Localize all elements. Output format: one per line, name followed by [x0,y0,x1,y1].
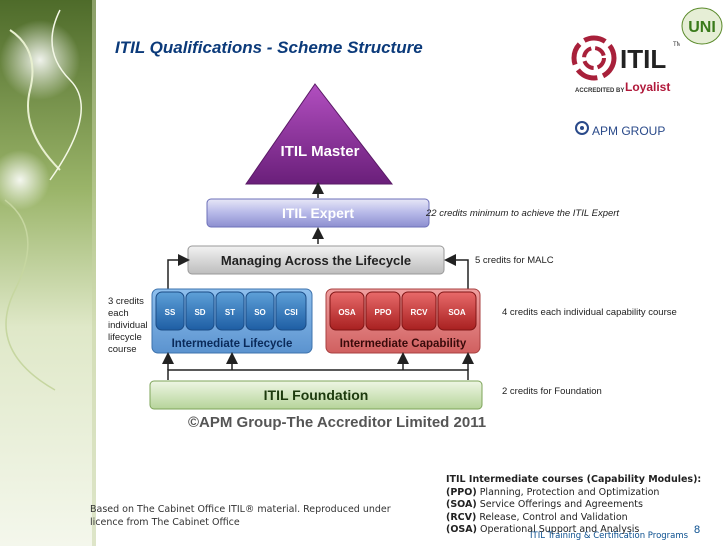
slide-title: ITIL Qualifications - Scheme Structure [115,38,423,57]
malc-credits-note: 5 credits for MALC [475,255,554,266]
capability-modules: OSA PPO RCV SOA [329,291,477,331]
footnote-line: licence from The Cabinet Office [90,517,240,528]
intermediate-lifecycle-label: Intermediate Lifecycle [172,338,293,350]
itil-expert-tier [206,198,430,228]
uni-logo: UNI [681,7,723,45]
module-label: ST [225,308,235,317]
module-so [245,291,275,331]
loyalist-logo: Loyalist [625,80,671,94]
itil-master-tier [245,83,394,185]
module-label: OSA [338,308,356,317]
module-label: SO [254,308,266,317]
intermediate-capability-block [325,288,481,354]
apm-copyright: ©APM Group-The Accreditor Limited 2011 [188,414,487,431]
module-osa [329,291,365,331]
legend-code: (SOA) [446,499,477,510]
itil-foundation-tier [149,380,483,410]
page-number: 8 [694,524,701,536]
accredited-by-label: ACCREDITED BY [575,88,625,94]
module-label: RCV [411,308,429,317]
expert-credits-note: 22 credits minimum to achieve the ITIL E… [426,208,620,219]
legend-text: Release, Control and Validation [476,511,628,523]
module-label: SS [165,308,176,317]
footnote-line: Based on The Cabinet Office ITIL® materi… [90,504,391,515]
capability-legend: ITIL Intermediate courses (Capability Mo… [446,474,701,537]
itil-logo-text: ITIL [620,44,666,74]
module-csi [275,291,307,331]
malc-tier [187,245,445,275]
legend-item: (OSA) Operational Support and Analysis [446,524,701,537]
slide-footer: ITIL Training & Certification Programs [530,531,689,541]
legend-item: (RCV) Release, Control and Validation [446,512,701,525]
foundation-credits-note: 2 credits for Foundation [502,386,602,397]
legend-item: (PPO) Planning, Protection and Optimizat… [446,487,701,500]
module-rcv [401,291,437,331]
module-label: SOA [448,308,466,317]
intermediate-capability-label: Intermediate Capability [340,338,467,350]
svg-text:TM: TM [673,42,680,48]
uni-logo-text: UNI [688,19,716,36]
module-label: CSI [284,308,297,317]
legend-heading: ITIL Intermediate courses (Capability Mo… [446,474,702,485]
decorative-floral-strip [0,0,96,546]
legend-code: (PPO) [446,486,477,498]
lifecycle-modules: SS SD ST SO CSI [155,291,307,331]
source-footnote: Based on The Cabinet Office ITIL® materi… [90,503,391,529]
module-label: SD [194,308,205,317]
module-ppo [365,291,401,331]
itil-master-label: ITIL Master [281,143,360,160]
module-ss [155,291,185,331]
module-label: PPO [375,308,392,317]
malc-label: Managing Across the Lifecycle [221,253,411,268]
module-sd [185,291,215,331]
apm-group-logo: APM GROUP [592,124,666,138]
itil-expert-label: ITIL Expert [282,205,354,221]
legend-code: (RCV) [446,511,477,523]
intermediate-lifecycle-block [151,288,313,354]
lifecycle-credits-note: 3 credits each individual lifecycle cour… [108,296,148,355]
itil-logo: ITIL TM [571,35,680,81]
legend-text: Operational Support and Analysis [476,524,640,535]
itil-foundation-label: ITIL Foundation [264,387,369,403]
module-st [215,291,245,331]
module-soa [437,291,477,331]
capability-credits-note: 4 credits each individual capability cou… [502,307,677,318]
legend-text: Service Offerings and Agreements [476,499,643,510]
legend-text: Planning, Protection and Optimization [476,486,660,498]
apm-group-icon [575,121,589,135]
legend-code: (OSA) [446,524,477,535]
legend-item: (SOA) Service Offerings and Agreements [446,499,701,512]
